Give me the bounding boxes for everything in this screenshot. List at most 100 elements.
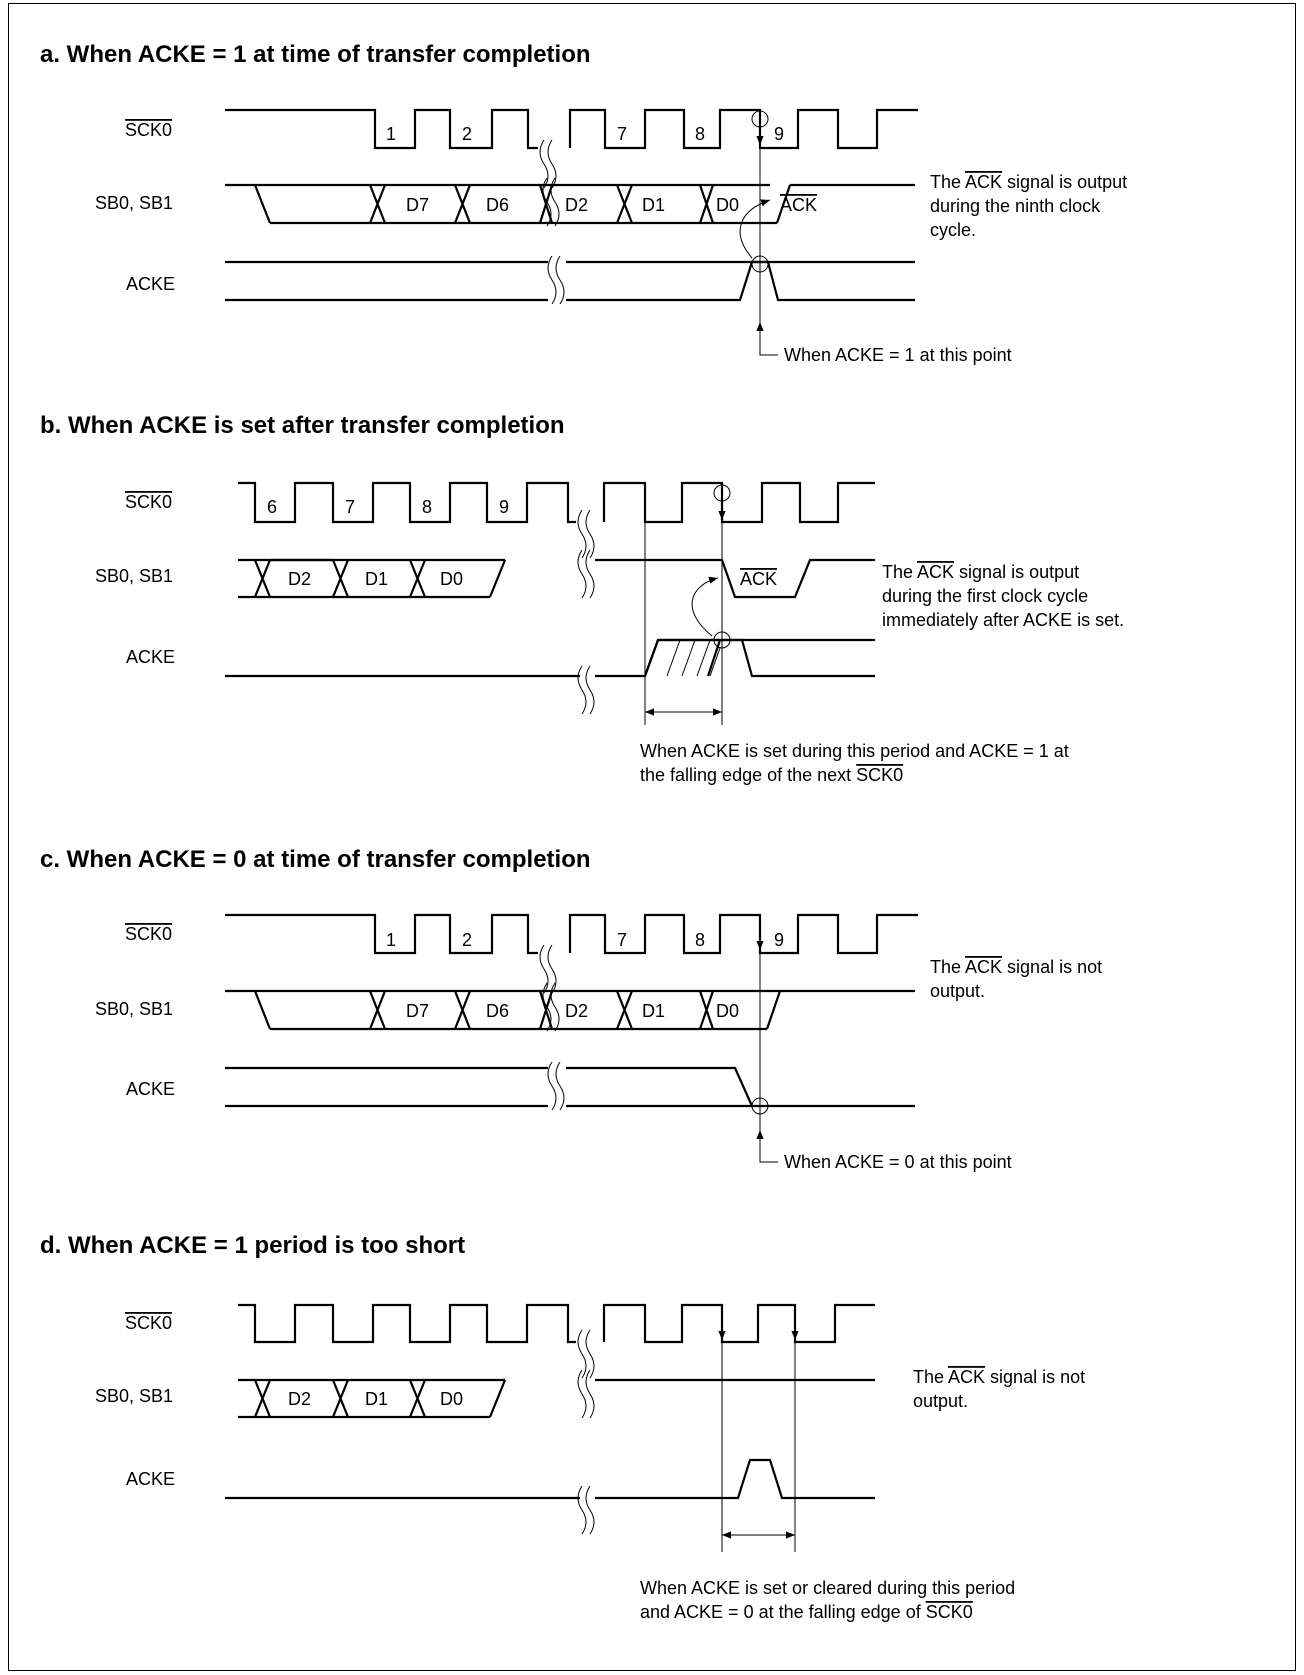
clock-number: 7 bbox=[617, 124, 627, 144]
break-mark-sb bbox=[542, 177, 560, 227]
data-bit: D0 bbox=[716, 1001, 739, 1021]
note-line-2: output. bbox=[913, 1391, 968, 1411]
acke-waveform-right bbox=[595, 1458, 875, 1500]
clock-number: 2 bbox=[462, 124, 472, 144]
sck0-waveform-right bbox=[568, 913, 918, 955]
signal-label-sb0-sb1: SB0, SB1 bbox=[95, 566, 173, 586]
section-b: b. When ACKE is set after transfer compl… bbox=[40, 412, 1124, 785]
data-bit: D6 bbox=[486, 1001, 509, 1021]
sck0-waveform-right bbox=[602, 481, 875, 524]
note-line-1: The ACK signal is not bbox=[913, 1367, 1085, 1387]
clock-number: 8 bbox=[422, 497, 432, 517]
signal-label-sb0-sb1: SB0, SB1 bbox=[95, 999, 173, 1019]
break-mark-sb bbox=[542, 982, 560, 1032]
sb-transitions bbox=[253, 990, 782, 1030]
clock-number: 6 bbox=[267, 497, 277, 517]
acke-bottom-right bbox=[566, 260, 915, 302]
ack-label: ACK bbox=[780, 195, 817, 215]
note-line-3: cycle. bbox=[930, 220, 976, 240]
acke-top-right bbox=[566, 1066, 754, 1107]
clock-number: 9 bbox=[499, 497, 509, 517]
pointer-text: When ACKE = 0 at this point bbox=[784, 1152, 1012, 1172]
data-bit: D1 bbox=[642, 195, 665, 215]
acke-bottom-right bbox=[595, 638, 875, 678]
break-mark-sck0 bbox=[539, 944, 557, 994]
note-line-3: immediately after ACKE is set. bbox=[882, 610, 1124, 630]
section-a: a. When ACKE = 1 at time of transfer com… bbox=[40, 41, 1127, 365]
break-mark-sck0 bbox=[539, 139, 557, 189]
break-mark-acke bbox=[577, 665, 595, 715]
ack-label: ACK bbox=[740, 569, 777, 589]
break-mark-sck0 bbox=[577, 1329, 595, 1379]
sck0-waveform bbox=[225, 108, 538, 150]
data-bit: D2 bbox=[565, 195, 588, 215]
cause-arrow bbox=[691, 576, 719, 637]
sb-waveform-top-right bbox=[595, 558, 875, 599]
clock-number: 1 bbox=[386, 124, 396, 144]
section-c-title: c. When ACKE = 0 at time of transfer com… bbox=[40, 846, 591, 873]
data-bit: D0 bbox=[440, 569, 463, 589]
note-line-1: The ACK signal is output bbox=[882, 562, 1079, 582]
break-mark-sck0 bbox=[577, 509, 595, 559]
sck0-waveform bbox=[238, 1303, 576, 1344]
signal-label-sb0-sb1: SB0, SB1 bbox=[95, 1386, 173, 1406]
section-d-title: d. When ACKE = 1 period is too short bbox=[40, 1232, 465, 1259]
data-bit: D6 bbox=[486, 195, 509, 215]
pointer-text: When ACKE = 1 at this point bbox=[784, 345, 1012, 365]
note-line-2: during the ninth clock bbox=[930, 196, 1101, 216]
clock-number: 8 bbox=[695, 930, 705, 950]
signal-label-acke: ACKE bbox=[126, 1469, 175, 1489]
sck0-waveform bbox=[238, 481, 576, 524]
section-c: c. When ACKE = 0 at time of transfer com… bbox=[40, 846, 1102, 1172]
signal-label-acke: ACKE bbox=[126, 274, 175, 294]
figure-frame bbox=[8, 3, 1296, 1671]
acke-window-rise bbox=[643, 639, 660, 677]
section-a-title: a. When ACKE = 1 at time of transfer com… bbox=[40, 41, 591, 68]
sb-transitions bbox=[253, 184, 792, 224]
sck0-waveform-right bbox=[568, 108, 918, 150]
clock-number: 1 bbox=[386, 930, 396, 950]
note-line-2: during the first clock cycle bbox=[882, 586, 1088, 606]
section-d: d. When ACKE = 1 period is too short SCK… bbox=[40, 1232, 1085, 1622]
clock-number: 7 bbox=[345, 497, 355, 517]
section-b-title: b. When ACKE is set after transfer compl… bbox=[40, 412, 565, 439]
data-bit: D1 bbox=[365, 1389, 388, 1409]
sck0-waveform bbox=[225, 913, 538, 955]
sb-transitions bbox=[253, 1379, 507, 1418]
break-mark-acke bbox=[577, 1485, 595, 1535]
note-line-1: The ACK signal is output bbox=[930, 172, 1127, 192]
signal-label-sck0: SCK0 bbox=[125, 492, 172, 512]
data-bit: D7 bbox=[406, 195, 429, 215]
data-bit: D0 bbox=[440, 1389, 463, 1409]
data-bit: D1 bbox=[642, 1001, 665, 1021]
clock-number: 9 bbox=[774, 124, 784, 144]
note-line-1: The ACK signal is not bbox=[930, 957, 1102, 977]
data-bit: D2 bbox=[288, 1389, 311, 1409]
clock-number: 8 bbox=[695, 124, 705, 144]
clock-number: 9 bbox=[774, 930, 784, 950]
cause-arrow bbox=[739, 199, 771, 259]
clock-number: 7 bbox=[617, 930, 627, 950]
data-bit: D0 bbox=[716, 195, 739, 215]
period-note-line-2: and ACKE = 0 at the falling edge of SCK0 bbox=[640, 1602, 973, 1622]
pointer-leader bbox=[759, 1152, 778, 1163]
pointer-leader bbox=[759, 345, 778, 356]
note-line-2: output. bbox=[930, 981, 985, 1001]
signal-label-acke: ACKE bbox=[126, 1079, 175, 1099]
break-mark-acke bbox=[547, 255, 565, 305]
sb-transitions bbox=[253, 559, 507, 598]
sck0-waveform-right bbox=[602, 1303, 875, 1344]
signal-label-sck0: SCK0 bbox=[125, 1313, 172, 1333]
data-bit: D2 bbox=[565, 1001, 588, 1021]
data-bit: D2 bbox=[288, 569, 311, 589]
break-mark-sb bbox=[577, 549, 595, 599]
break-mark-sb bbox=[577, 1369, 595, 1419]
signal-label-acke: ACKE bbox=[126, 647, 175, 667]
period-note-line-1: When ACKE is set or cleared during this … bbox=[640, 1578, 1015, 1598]
clock-number: 2 bbox=[462, 930, 472, 950]
break-mark-acke bbox=[547, 1061, 565, 1111]
acke-window-fall bbox=[706, 639, 722, 677]
period-note-line-1: When ACKE is set during this period and … bbox=[640, 741, 1069, 761]
data-bit: D1 bbox=[365, 569, 388, 589]
